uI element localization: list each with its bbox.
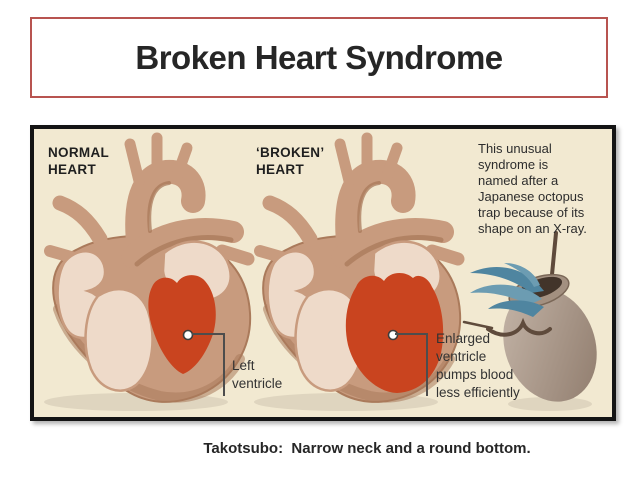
trap-rope-end (462, 320, 494, 330)
pot-ground-shadow (508, 397, 592, 411)
title-box: Broken Heart Syndrome (30, 17, 608, 98)
right-ventricle-shape (294, 287, 364, 392)
text-line: Left (232, 358, 255, 373)
trap-pot-body (503, 288, 597, 402)
normal-heart-label: NORMAL HEART (48, 144, 109, 178)
text-line: ‘BROKEN’ (256, 145, 325, 160)
callout-line (426, 333, 428, 396)
octopus-trap-illustration (462, 231, 597, 411)
callout-line (192, 333, 225, 335)
callout-dot (387, 329, 399, 341)
text-line: ventricle (232, 376, 283, 391)
text-line: HEART (48, 162, 96, 177)
text-line: less efficiently (436, 385, 520, 400)
left-ventricle-shape (148, 275, 216, 374)
text-line: This unusual (478, 141, 552, 156)
right-ventricle-shape (84, 287, 154, 392)
callout-line (395, 333, 428, 335)
callout-line (223, 333, 225, 396)
text-line: shape on an X-ray. (478, 221, 587, 236)
takotsubo-caption: Takotsubo: Narrow neck and a round botto… (203, 440, 531, 457)
text-line: HEART (256, 162, 304, 177)
text-line: trap because of its (478, 205, 585, 220)
text-line: pumps blood (436, 367, 514, 382)
heart-wall-shade (263, 304, 455, 403)
broken-heart-label: ‘BROKEN’ HEART (256, 144, 324, 178)
broken-heart-illustration (254, 132, 465, 411)
enlarged-ventricle-callout: Enlarged ventricle pumps blood less effi… (436, 330, 556, 402)
aorta-and-vessels (44, 132, 255, 268)
text-line: NORMAL (48, 145, 110, 160)
infographic-panel: NORMAL HEART ‘BROKEN’ HEART This unusual… (30, 125, 616, 421)
text-line: Japanese octopus (478, 189, 584, 204)
normal-heart-illustration (44, 132, 255, 411)
text-line: named after a (478, 173, 559, 188)
octopus-tentacles-icon (470, 263, 544, 317)
text-line: Enlarged (436, 331, 491, 346)
text-line: syndrome is (478, 157, 549, 172)
left-ventricle-callout: Left ventricle (232, 357, 312, 393)
syndrome-description: This unusual syndrome is named after a J… (478, 141, 604, 237)
heart-wall-shade (53, 304, 245, 403)
slide-title: Broken Heart Syndrome (135, 38, 503, 76)
text-line: ventricle (436, 349, 487, 364)
callout-dot (182, 329, 194, 341)
trap-rope-knot (486, 317, 552, 337)
aorta-and-vessels (254, 132, 465, 268)
